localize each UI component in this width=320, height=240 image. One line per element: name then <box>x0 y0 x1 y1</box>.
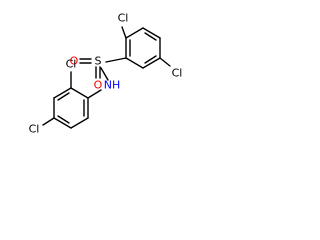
bond <box>142 57 161 69</box>
double-bond-inner <box>57 92 70 101</box>
bond-ring-to-cl-bottom <box>159 57 171 67</box>
bond <box>70 117 89 129</box>
atom-cl-top-right-ring: Cl <box>118 12 129 25</box>
bond-ring-to-cl-top <box>121 26 127 39</box>
atom-oxygen-bottom: O <box>94 79 103 92</box>
bond-nh-to-left-ring <box>87 89 102 99</box>
bond <box>125 57 144 69</box>
bond <box>70 87 89 99</box>
atom-oxygen-left: O <box>70 55 79 68</box>
bond <box>142 27 161 39</box>
bond <box>125 27 144 39</box>
bond <box>53 117 72 129</box>
double-bond-inner <box>144 55 157 64</box>
atom-cl-bottom-left-ring: Cl <box>29 123 40 136</box>
left-benzene-ring <box>53 87 89 129</box>
bond-sulfur-to-nh <box>100 67 109 81</box>
right-benzene-ring <box>125 27 161 69</box>
bond-ring-to-sulfur <box>105 57 127 63</box>
atom-cl-bottom-right-ring: Cl <box>172 67 183 80</box>
bond <box>53 87 72 99</box>
double-bond-inner <box>57 115 70 124</box>
double-bond-inner <box>144 32 157 41</box>
atom-nh: NH <box>104 79 121 92</box>
atom-cl-top-left-ring: Cl <box>66 58 77 71</box>
bond-ring-to-cl-bottom-left <box>42 117 55 126</box>
chemical-structure: Cl S O O Cl NH Cl Cl <box>29 12 183 136</box>
atom-sulfur: S <box>95 55 102 68</box>
